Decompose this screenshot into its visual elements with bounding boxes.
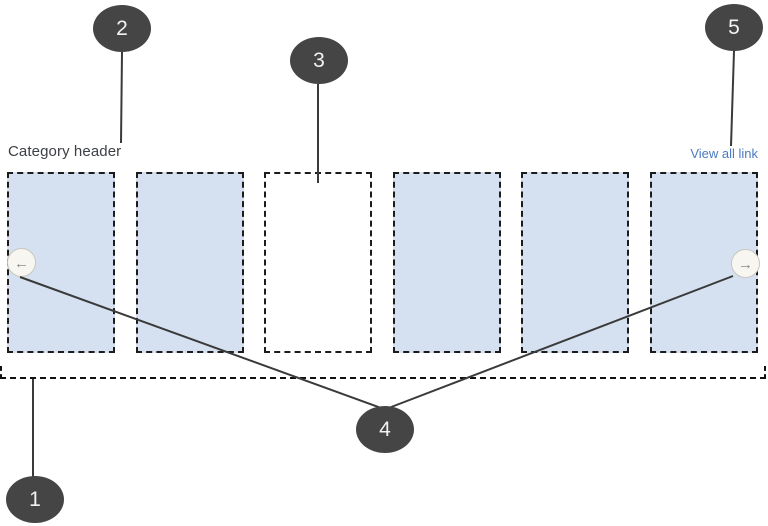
card-placeholder[interactable] (135, 172, 244, 353)
connector-line-2 (120, 51, 123, 144)
callout-2-number: 2 (116, 16, 128, 40)
connector-line-5 (730, 50, 735, 147)
cards-row (7, 172, 758, 353)
callout-3-number: 3 (313, 48, 325, 72)
callout-2: 2 (93, 5, 151, 52)
callout-5: 5 (705, 4, 763, 51)
card-placeholder[interactable] (521, 172, 630, 353)
callout-5-number: 5 (728, 15, 740, 39)
view-all-link[interactable]: View all link (690, 146, 758, 161)
callout-3: 3 (290, 37, 348, 84)
card-placeholder[interactable] (392, 172, 501, 353)
next-arrow-button[interactable]: → (731, 249, 760, 278)
category-header-label: Category header (8, 143, 122, 160)
left-arrow-icon: ← (14, 255, 29, 272)
right-arrow-icon: → (738, 256, 753, 273)
callout-4: 4 (356, 406, 414, 453)
callout-1-number: 1 (29, 487, 41, 511)
callout-4-number: 4 (379, 417, 391, 441)
card-placeholder[interactable] (264, 172, 373, 353)
carousel-container-outline (0, 366, 766, 379)
previous-arrow-button[interactable]: ← (7, 248, 36, 277)
callout-1: 1 (6, 476, 64, 523)
